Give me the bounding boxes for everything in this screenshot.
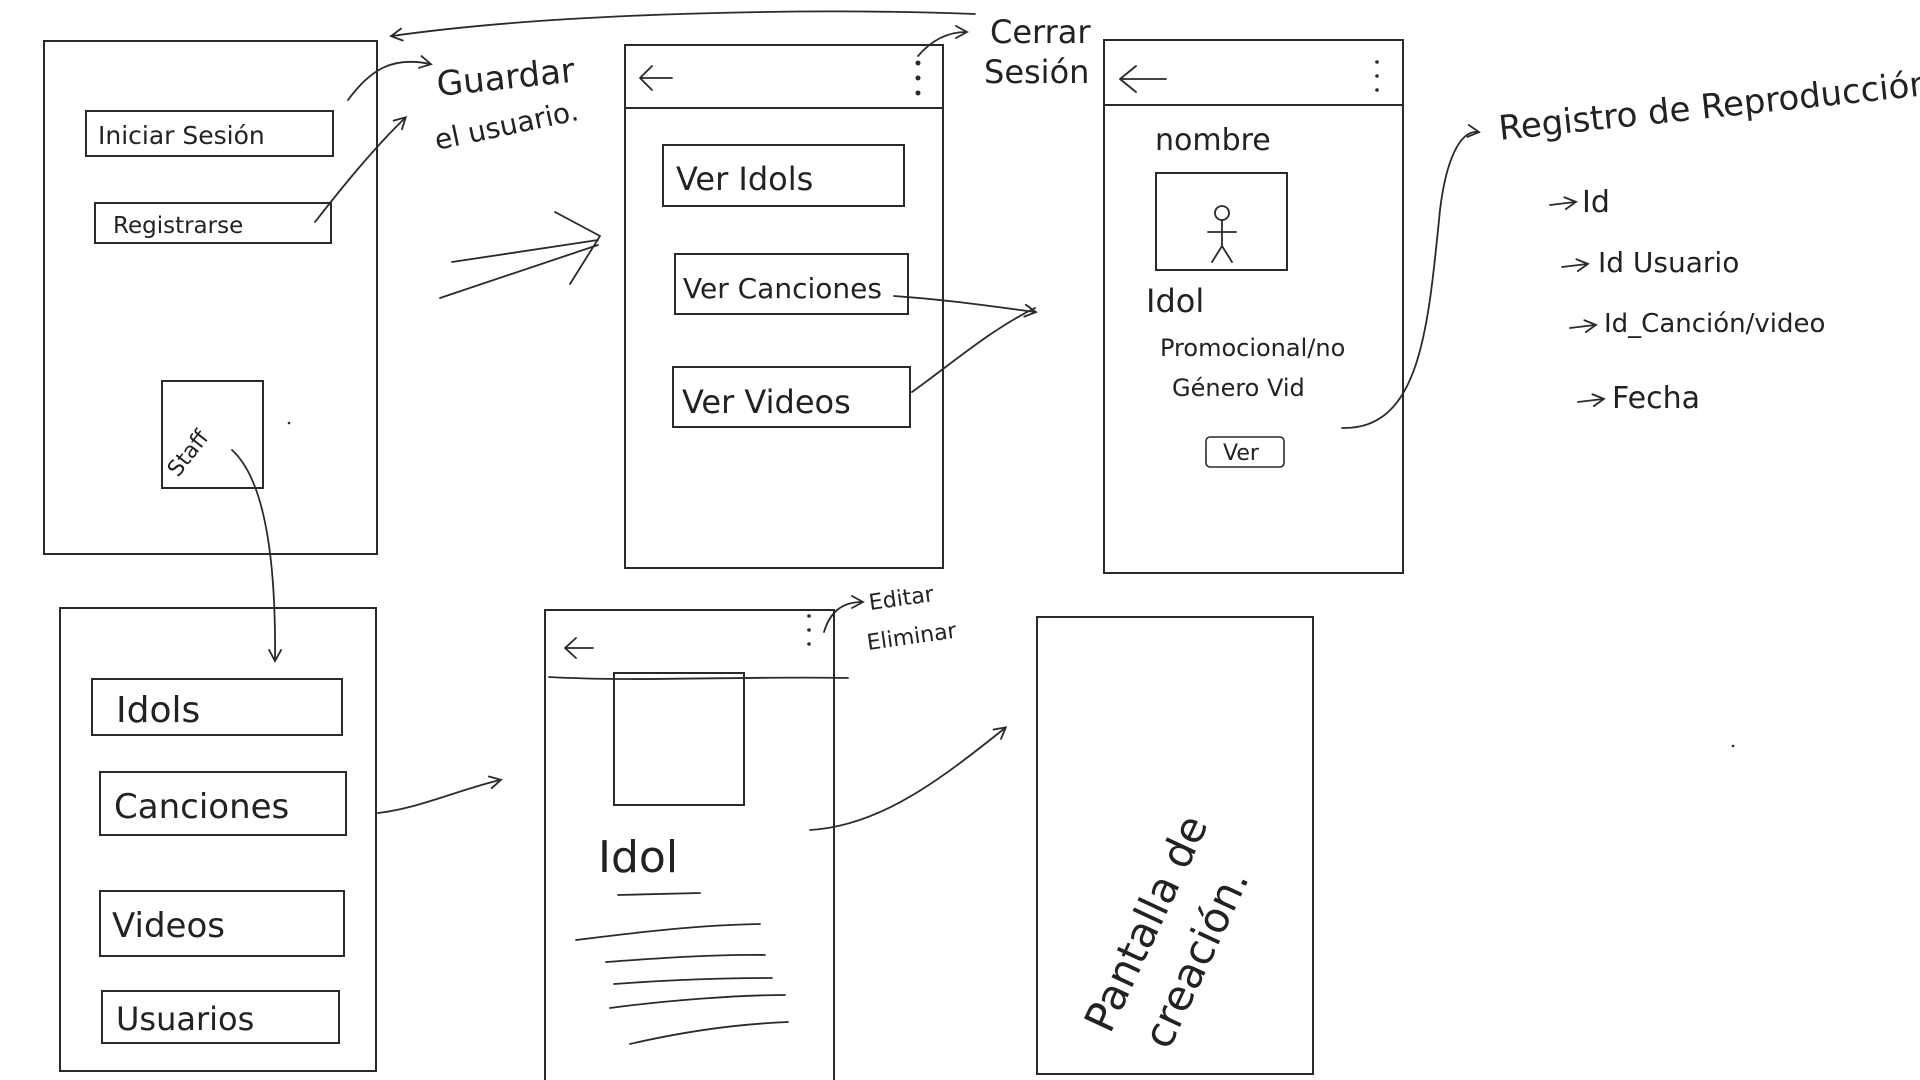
detail-line-genero: Género Vid xyxy=(1172,374,1305,402)
log-field-id: Id xyxy=(1549,185,1610,220)
user-menu-frame xyxy=(624,44,944,569)
log-field-id-usuario: Id Usuario xyxy=(1561,246,1739,279)
svg-text:Idols: Idols xyxy=(116,690,200,731)
register-button[interactable]: Registrarse xyxy=(94,202,332,244)
creation-frame xyxy=(1036,616,1314,1075)
svg-text:Id: Id xyxy=(1582,185,1610,220)
svg-text:el usuario.: el usuario. xyxy=(432,94,582,157)
svg-text:Id_Canción/video: Id_Canción/video xyxy=(1604,309,1825,339)
save-user-annotation: Guardar el usuario. xyxy=(432,51,582,157)
svg-text:Guardar: Guardar xyxy=(435,51,577,105)
arrow-videos-to-detail xyxy=(911,307,1036,393)
staff-detail-frame xyxy=(544,609,835,1080)
svg-text:Staff: Staff xyxy=(163,425,215,481)
user-menu-screen: Ver Idols Ver Canciones Ver Videos xyxy=(624,44,944,569)
kebab-menu-icon[interactable] xyxy=(1375,60,1379,92)
svg-text:Iniciar Sesión: Iniciar Sesión xyxy=(98,121,265,150)
arrow-detail-to-log xyxy=(1341,124,1481,429)
staff-detail-screen: Idol xyxy=(544,609,849,1080)
staff-image-placeholder xyxy=(613,672,745,806)
view-button[interactable]: Ver xyxy=(1205,436,1285,468)
logout-annotation: Cerrar Sesión xyxy=(984,13,1091,91)
arrow-logout-to-login xyxy=(389,10,976,42)
log-field-id-cancion-video: Id_Canción/video xyxy=(1569,309,1825,339)
back-arrow-icon[interactable] xyxy=(564,637,594,659)
svg-text:Eliminar: Eliminar xyxy=(865,619,959,656)
detail-line-promocional: Promocional/no xyxy=(1160,334,1345,362)
playback-log-title: Registro de Reproducción xyxy=(1497,64,1920,149)
login-screen: Iniciar Sesión Registrarse Staff xyxy=(43,40,378,555)
stray-dot xyxy=(287,421,291,425)
stray-dot xyxy=(1731,744,1735,748)
idol-picture-placeholder xyxy=(1155,172,1288,271)
staff-menu-frame xyxy=(59,607,377,1072)
svg-text:Fecha: Fecha xyxy=(1612,381,1700,416)
detail-screen: nombre Idol Promocional/no Género Vid Ve… xyxy=(1103,39,1404,574)
arrow-staff-to-staff-menu xyxy=(231,449,282,663)
creation-label: Pantalla de creación. xyxy=(1075,807,1259,1055)
menu-item-ver-idols[interactable]: Ver Idols xyxy=(662,144,905,207)
staff-text-lines xyxy=(575,892,789,1045)
menu-item-ver-canciones[interactable]: Ver Canciones xyxy=(674,253,909,315)
arrow-staff-menu-to-staff-detail xyxy=(377,775,503,814)
svg-text:Cerrar: Cerrar xyxy=(990,13,1091,51)
svg-text:Ver Videos: Ver Videos xyxy=(682,383,851,421)
kebab-menu-icon[interactable] xyxy=(915,60,921,96)
playback-log-panel: Registro de Reproducción Id Id Usuario I… xyxy=(1497,64,1920,416)
staff-item-canciones[interactable]: Canciones xyxy=(99,771,347,836)
detail-line-idol: Idol xyxy=(1146,282,1204,320)
arrow-login-to-user-menu xyxy=(439,211,601,299)
staff-item-idols[interactable]: Idols xyxy=(91,678,343,736)
staff-detail-title: Idol xyxy=(598,832,678,883)
detail-name-label: nombre xyxy=(1155,123,1271,158)
arrow-staff-detail-to-creation xyxy=(809,726,1008,831)
staff-item-videos[interactable]: Videos xyxy=(99,890,345,957)
staff-menu-screen: Idols Canciones Videos Usuarios xyxy=(59,607,377,1072)
login-screen-frame xyxy=(43,40,378,555)
svg-text:Usuarios: Usuarios xyxy=(116,1000,254,1038)
kebab-menu-icon[interactable] xyxy=(807,614,811,646)
arrow-canciones-to-detail xyxy=(893,295,1038,318)
svg-text:Ver Canciones: Ver Canciones xyxy=(683,272,882,305)
arrow-register-to-save xyxy=(314,115,408,223)
svg-text:Videos: Videos xyxy=(112,906,225,946)
back-arrow-icon[interactable] xyxy=(639,65,673,91)
svg-text:Ver: Ver xyxy=(1223,441,1260,466)
back-arrow-icon[interactable] xyxy=(1119,65,1167,93)
arrow-menu-to-edit-delete xyxy=(823,595,865,633)
svg-text:Ver Idols: Ver Idols xyxy=(676,160,813,198)
log-field-fecha: Fecha xyxy=(1577,381,1700,416)
edit-delete-annotation: Editar Eliminar xyxy=(865,582,959,656)
arrow-login-to-save xyxy=(347,55,433,101)
svg-text:Editar: Editar xyxy=(867,582,936,616)
svg-text:Canciones: Canciones xyxy=(114,787,289,827)
creation-screen: Pantalla de creación. xyxy=(1036,616,1314,1075)
arrow-menu-to-logout xyxy=(917,25,969,57)
menu-item-ver-videos[interactable]: Ver Videos xyxy=(672,366,911,428)
svg-text:Id Usuario: Id Usuario xyxy=(1598,246,1739,279)
svg-text:Sesión: Sesión xyxy=(984,53,1089,91)
svg-text:Registrarse: Registrarse xyxy=(113,213,243,239)
staff-item-usuarios[interactable]: Usuarios xyxy=(101,990,340,1044)
login-button[interactable]: Iniciar Sesión xyxy=(85,110,334,157)
detail-frame xyxy=(1103,39,1404,574)
